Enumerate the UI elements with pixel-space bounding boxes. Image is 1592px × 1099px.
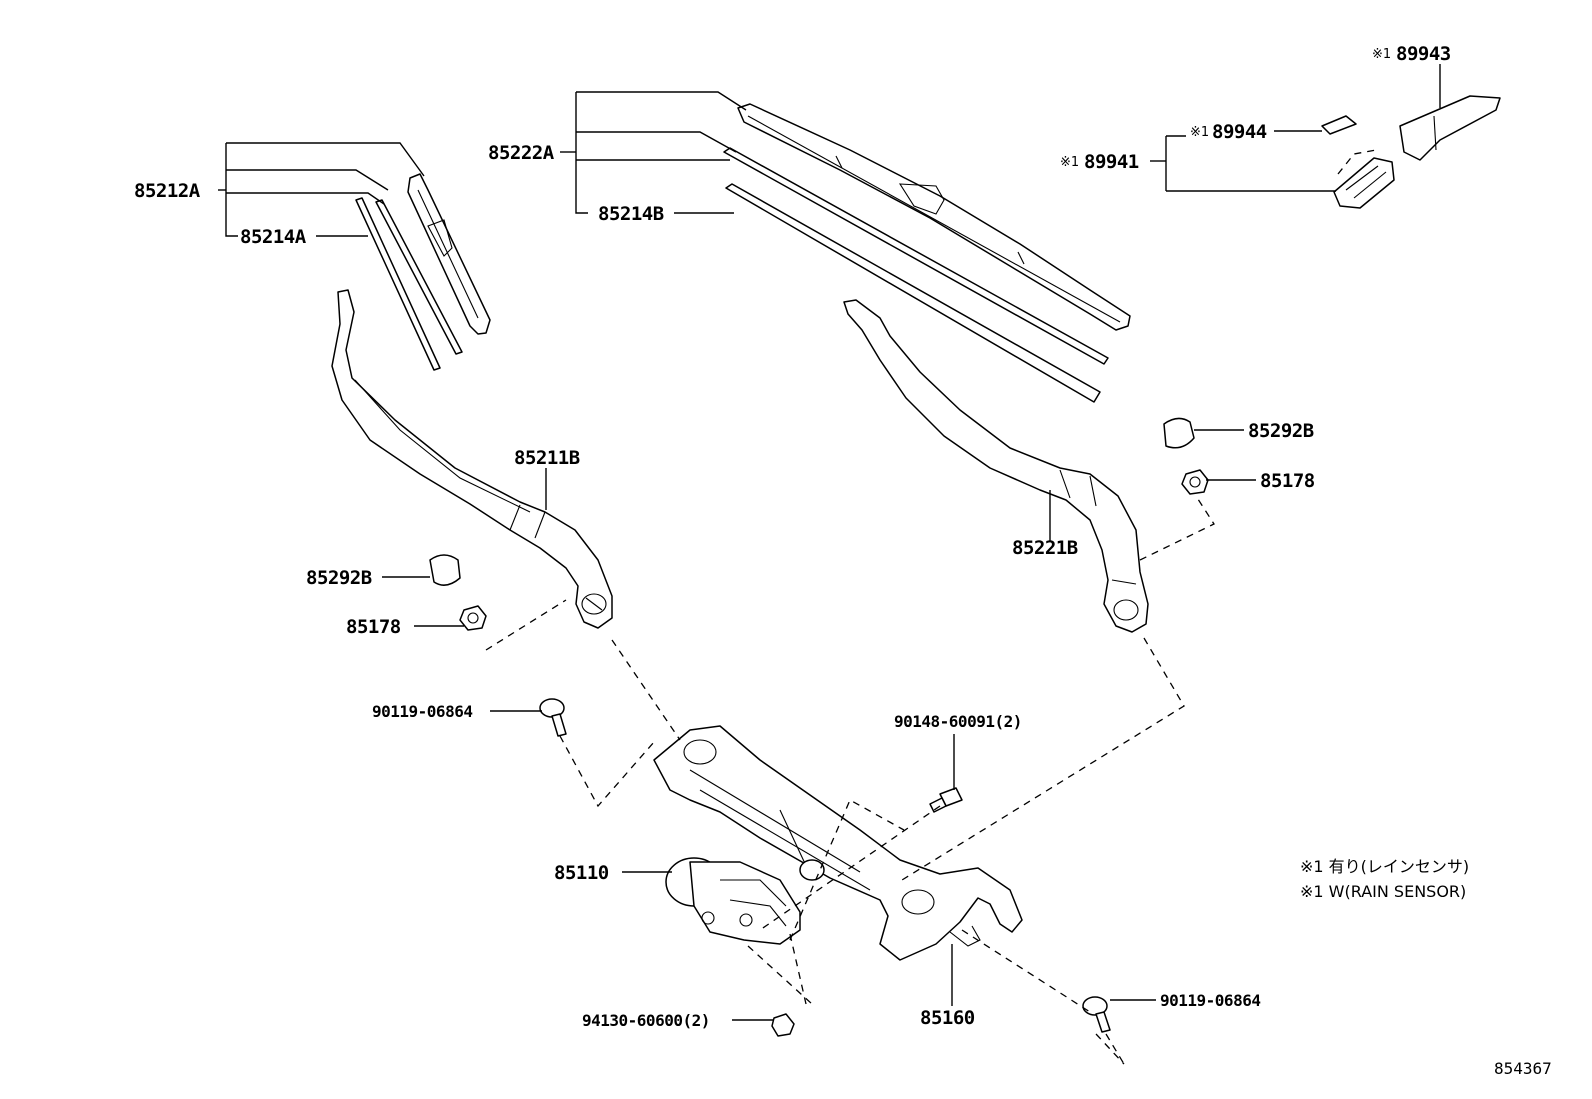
cap-85292B-left	[429, 554, 461, 586]
rain-sensor-mark-89943: ※1	[1372, 47, 1391, 62]
label-90148-60091[interactable]: 90148-60091(2)	[894, 712, 1022, 731]
rain-sensor-cover-89943	[1399, 95, 1501, 161]
left-wiper-blade	[355, 173, 491, 371]
label-85222A[interactable]: 85222A	[488, 142, 555, 164]
left-wiper-arm	[331, 289, 613, 629]
nut-85178-left	[459, 605, 487, 631]
right-wiper-arm	[843, 299, 1149, 633]
label-85110[interactable]: 85110	[554, 862, 609, 884]
bolt-90119-right	[1082, 996, 1111, 1033]
label-85221B[interactable]: 85221B	[1012, 537, 1078, 559]
label-85214B[interactable]: 85214B	[598, 203, 664, 225]
assembly-dashed-lines	[485, 149, 1377, 1065]
bolt-90119-left	[539, 698, 567, 737]
wiper-motor-85110	[665, 857, 801, 945]
cap-85292B-right	[1163, 417, 1195, 449]
rain-sensor-gel-89944	[1321, 115, 1357, 135]
leader-lines	[218, 64, 1441, 1021]
label-85212A[interactable]: 85212A	[134, 180, 201, 202]
label-94130-60600[interactable]: 94130-60600(2)	[582, 1011, 710, 1030]
bolt-90148	[929, 787, 963, 813]
label-85160[interactable]: 85160	[920, 1007, 975, 1029]
rain-sensor-mark-89941: ※1	[1060, 155, 1079, 170]
nut-85178-right	[1181, 469, 1209, 495]
label-90119-06864-right[interactable]: 90119-06864	[1160, 991, 1261, 1010]
label-85178-left[interactable]: 85178	[346, 616, 401, 638]
label-85292B-left[interactable]: 85292B	[306, 567, 372, 589]
label-85211B[interactable]: 85211B	[514, 447, 580, 469]
bolt-94130	[771, 1013, 795, 1037]
rain-sensor-mark-89944: ※1	[1190, 125, 1209, 140]
label-85292B-right[interactable]: 85292B	[1248, 420, 1314, 442]
note-line-japanese: ※1 有り(レインセンサ)	[1300, 857, 1469, 876]
legend-notes: ※1 有り(レインセンサ) ※1 W(RAIN SENSOR)	[1300, 857, 1469, 901]
illustration-reference-number: 854367	[1494, 1059, 1552, 1078]
label-90119-06864-left[interactable]: 90119-06864	[372, 702, 473, 721]
right-wiper-blade	[723, 103, 1131, 403]
label-89941[interactable]: 89941	[1084, 151, 1139, 173]
note-line-english: ※1 W(RAIN SENSOR)	[1300, 882, 1466, 901]
label-85214A[interactable]: 85214A	[240, 226, 307, 248]
rain-sensor-89941	[1333, 157, 1395, 209]
part-labels: 85212A 85214A 85222A 85214B ※1 89943 ※1 …	[134, 43, 1451, 1030]
label-85178-right[interactable]: 85178	[1260, 470, 1315, 492]
label-89944[interactable]: 89944	[1212, 121, 1267, 143]
label-89943[interactable]: 89943	[1396, 43, 1451, 65]
